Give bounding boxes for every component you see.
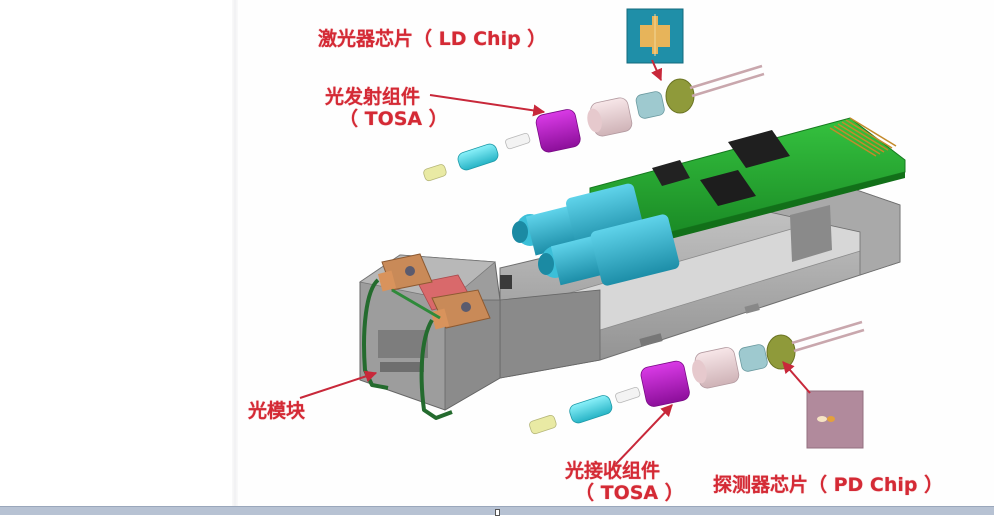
- label-ld-chip: 激光器芯片（ LD Chip ）: [318, 28, 547, 50]
- tx-ferrule: [457, 143, 499, 171]
- tx-to-can-header: [665, 78, 695, 114]
- tx-lens-cap: [635, 91, 665, 119]
- label-rosa-bottom: 光接收组件 （ TOSA ）: [565, 460, 684, 504]
- label-tosa-top-line1: 光发射组件: [325, 86, 421, 108]
- ld-chip-inset: [626, 8, 684, 64]
- scrollbar-handle[interactable]: [495, 509, 500, 516]
- rx-magenta-sleeve: [640, 360, 690, 407]
- rx-ferrule-tip: [529, 414, 557, 435]
- tx-pink-sleeve: [587, 97, 633, 137]
- rx-ferrule: [569, 395, 613, 424]
- label-rosa-bottom-line2: （ TOSA ）: [575, 482, 684, 504]
- pd-chip-inset: [806, 390, 864, 449]
- label-module: 光模块: [248, 400, 306, 422]
- label-tosa-top: 光发射组件 （ TOSA ）: [325, 86, 448, 130]
- ic-chip-small: [652, 160, 690, 186]
- panel-divider: [232, 0, 238, 506]
- module-housing: [358, 185, 901, 420]
- arrow-module: [299, 370, 378, 399]
- arrow-tosa-top: [429, 94, 546, 117]
- arrow-ld-chip: [651, 59, 663, 82]
- ic-chip-large: [728, 130, 790, 168]
- rx-lens-cap: [738, 344, 768, 372]
- tx-ferrule-tip: [423, 164, 447, 182]
- arrow-pd-chip: [782, 361, 811, 394]
- annotation-arrows: [299, 59, 811, 466]
- ic-chip-medium: [700, 170, 756, 206]
- left-blank-panel: [0, 0, 236, 506]
- tx-optical-subassembly-chain: [423, 64, 765, 182]
- pcb-board: [589, 117, 906, 243]
- label-rosa-bottom-line1: 光接收组件: [565, 460, 661, 482]
- label-pd-chip: 探测器芯片（ PD Chip ）: [713, 474, 944, 496]
- label-tosa-top-line2: （ TOSA ）: [339, 108, 448, 130]
- tx-magenta-sleeve: [535, 109, 581, 153]
- rx-to-can-header: [766, 334, 796, 370]
- arrow-tosa-bottom: [614, 404, 673, 466]
- optical-ports: [512, 183, 680, 286]
- rx-pink-sleeve: [692, 347, 740, 389]
- rx-optical-subassembly-chain: [529, 320, 865, 435]
